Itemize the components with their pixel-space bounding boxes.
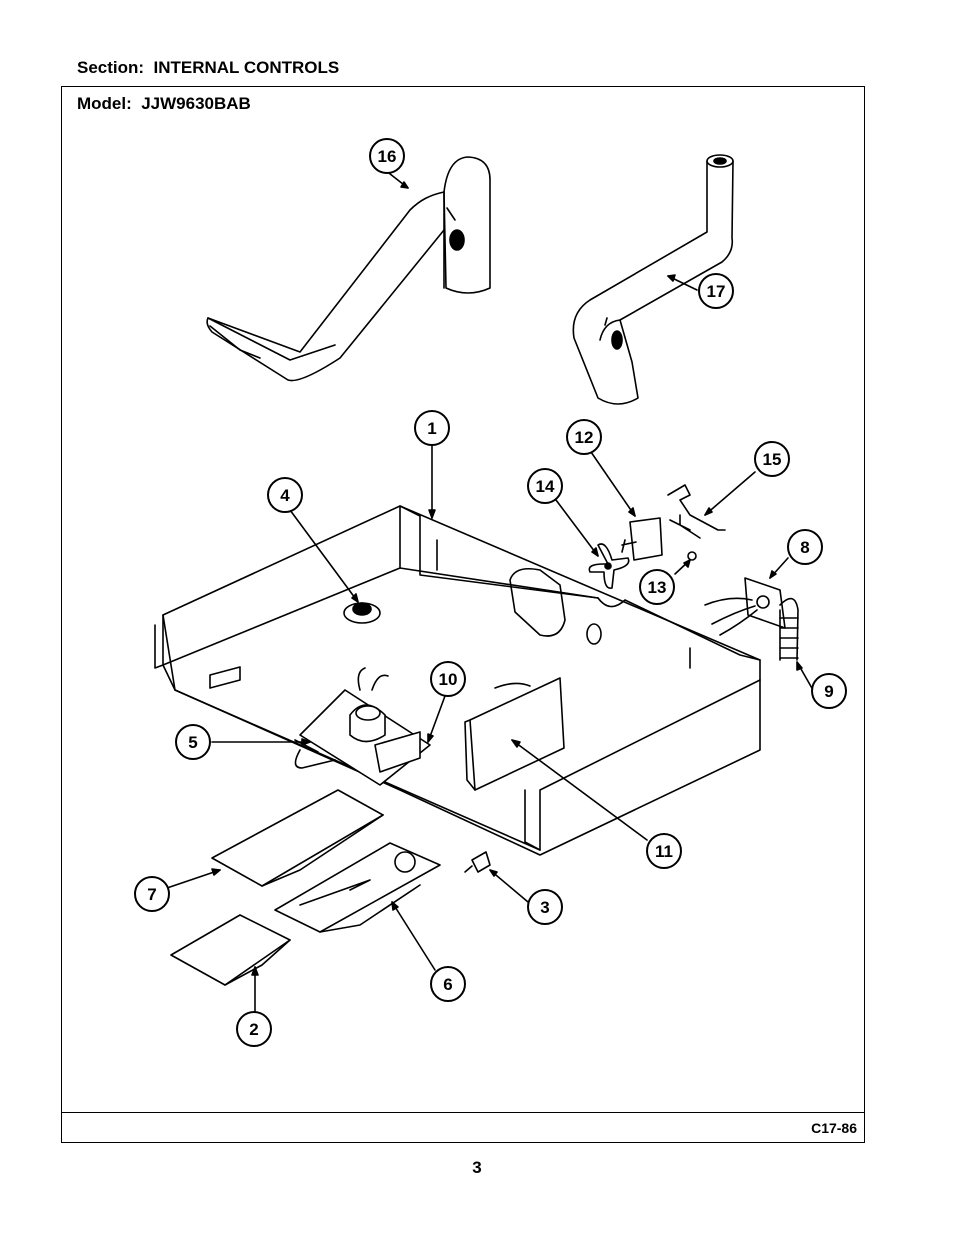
part-6-insulation: [274, 842, 441, 933]
part-4-thermostat: [343, 602, 381, 624]
callout-12: 12: [575, 428, 594, 447]
part-14-fan-blade: [588, 543, 630, 589]
callout-8: 8: [800, 538, 809, 557]
part-9-strain-relief: [779, 597, 799, 661]
section-title: Section: INTERNAL CONTROLS: [77, 58, 340, 77]
callout-3: 3: [540, 898, 549, 917]
callout-15: 15: [763, 450, 782, 469]
frame-divider: [61, 1112, 865, 1113]
callout-labels: 16 17 1 4 5 10 11 12 14 13 15 8 9 3 7 6 …: [147, 147, 833, 1039]
part-10-timer: [299, 667, 431, 786]
callout-17: 17: [707, 282, 726, 301]
part-8-terminal-block: [704, 577, 786, 636]
callout-16: 16: [378, 147, 397, 166]
callout-11: 11: [655, 842, 673, 861]
part-11-board: [464, 677, 565, 791]
callout-5: 5: [188, 733, 197, 752]
part-13-nut: [687, 551, 697, 561]
diagram-code: C17-86: [811, 1120, 857, 1136]
callout-4: 4: [280, 486, 290, 505]
part-17-hose: [572, 154, 734, 405]
part-16-duct: [206, 156, 491, 382]
part-3-bumper: [464, 851, 491, 873]
callout-6: 6: [443, 975, 452, 994]
callout-14: 14: [536, 477, 555, 496]
part-2-insulation: [170, 914, 291, 986]
page-number: 3: [472, 1158, 482, 1177]
part-12-fan-motor: [621, 517, 663, 561]
callout-2: 2: [249, 1020, 258, 1039]
callout-1: 1: [427, 419, 436, 438]
part-7-insulation: [211, 789, 384, 887]
leader-lines: [166, 169, 814, 1013]
callout-13: 13: [648, 578, 667, 597]
callout-7: 7: [147, 885, 156, 904]
callout-9: 9: [824, 682, 833, 701]
callout-10: 10: [439, 670, 458, 689]
model-title: Model: JJW9630BAB: [77, 94, 251, 113]
callout-circles: [134, 138, 847, 1047]
diagram-frame: [61, 86, 865, 1143]
part-15-bracket: [667, 484, 726, 539]
